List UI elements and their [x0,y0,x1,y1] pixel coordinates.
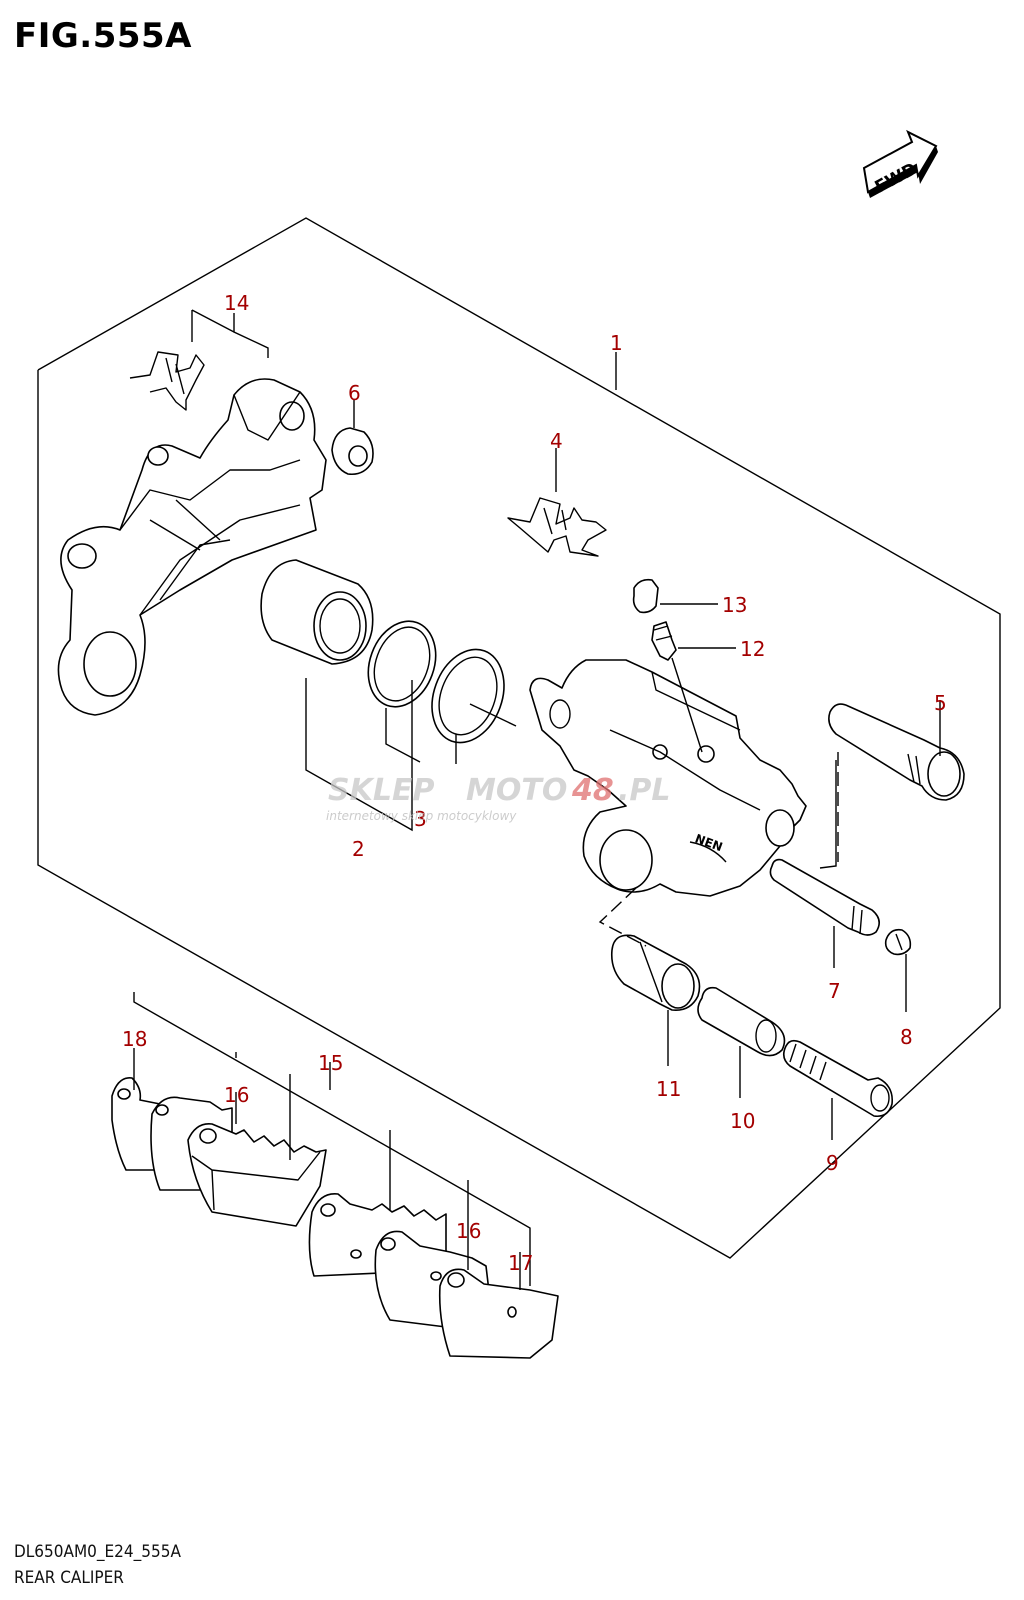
part-caliper-bracket [57,351,327,716]
callout-12: 12 [740,637,765,661]
part-plug-8 [884,928,912,956]
callout-8: 8 [900,1025,913,1049]
callout-7: 7 [828,979,841,1003]
part-boot-11 [610,934,701,1012]
callout-labels: 14 1 6 4 13 12 5 3 2 7 8 11 10 9 18 15 1… [122,291,947,1275]
callout-14: 14 [224,291,249,315]
callout-3: 3 [414,807,427,831]
watermark-brand-3: 48 [571,773,614,808]
callout-17: 17 [508,1251,533,1275]
callout-16-left: 16 [224,1083,249,1107]
part-cap-13 [632,578,659,614]
part-caliper-body-1: NEN [529,659,807,897]
leader-lines [133,309,941,1290]
part-pads-right [308,1193,559,1359]
assembly-outline [37,217,1001,1259]
part-pads-left [111,1077,327,1227]
fwd-arrow-icon: FWD [862,129,938,198]
callout-11: 11 [656,1077,681,1101]
part-pad-spring-4 [507,497,607,557]
part-pin-7 [769,858,880,936]
watermark-brand-2: MOTO [466,773,567,808]
figure-title: FIG.555A [14,16,192,56]
pad-group-bracket [133,992,531,1286]
part-bolt-9 [782,1039,894,1118]
callout-13: 13 [722,593,747,617]
part-sleeve-10 [697,986,786,1057]
callout-1: 1 [610,331,623,355]
part-bleeder-12 [651,621,677,661]
watermark-tagline: internetowy sklep motocyklowy [326,809,517,823]
part-seals-3 [367,620,517,744]
callout-18: 18 [122,1027,147,1051]
part-pin-5 [828,703,965,801]
callout-4: 4 [550,429,563,453]
callout-10: 10 [730,1109,755,1133]
callout-16-right: 16 [456,1219,481,1243]
callout-6: 6 [348,381,361,405]
watermark-brand-4: .PL [618,773,671,808]
diagram-code: DL650AM0_E24_555A [14,1542,181,1562]
watermark-brand-1: SKLEP [328,773,434,808]
part-boot-6 [331,427,374,476]
callout-2: 2 [352,837,365,861]
callout-9: 9 [826,1151,839,1175]
watermark-logo: SKLEP MOTO 48 .PL internetowy sklep moto… [326,773,671,823]
callout-5: 5 [934,691,947,715]
part-piston-2 [260,559,374,665]
diagram-name: REAR CALIPER [14,1568,124,1588]
callout-15: 15 [318,1051,343,1075]
